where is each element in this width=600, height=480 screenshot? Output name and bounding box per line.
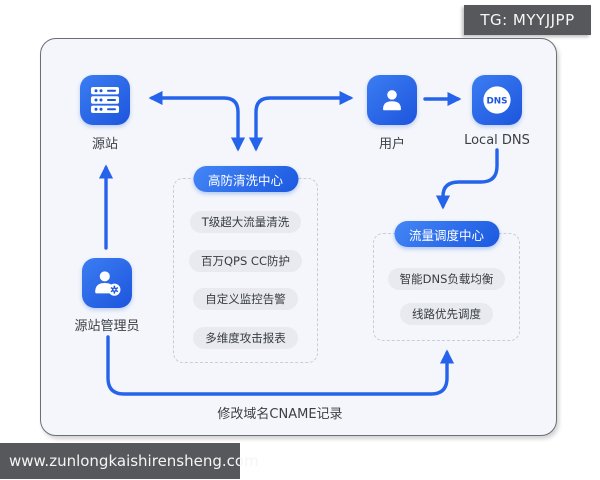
scrubbing-feature-item[interactable]: 多维度攻击报表 [193, 326, 298, 349]
origin-admin-label: 源站管理员 [74, 319, 140, 334]
origin-server-label: 源站 [91, 137, 118, 152]
origin-server-node[interactable] [80, 75, 130, 125]
scrubbing-center-title[interactable]: 高防清洗中心 [192, 166, 299, 192]
origin-admin-node[interactable] [82, 258, 132, 308]
user-node[interactable] [367, 75, 417, 125]
scrubbing-feature-item[interactable]: 百万QPS CC防护 [188, 249, 302, 272]
traffic-feature-item[interactable]: 线路优先调度 [400, 303, 493, 325]
user-icon [383, 90, 401, 111]
scrubbing-center-group: 高防清洗中心 T级超大流量清洗 百万QPS CC防护 自定义监控告警 多维度攻击… [173, 166, 318, 363]
local-dns-label: Local DNS [464, 133, 530, 148]
traffic-center-title[interactable]: 流量调度中心 [393, 221, 500, 247]
user-label: 用户 [378, 137, 405, 152]
dns-icon-text: DNS [487, 97, 508, 107]
dns-icon: DNS [483, 86, 511, 114]
traffic-center-group: 流量调度中心 智能DNS负载均衡 线路优先调度 [373, 221, 520, 341]
site-watermark: www.zunlongkaishirensheng.com [0, 443, 259, 479]
scrubbing-feature-item[interactable]: 自定义监控告警 [193, 288, 298, 310]
cname-record-note: 修改域名CNAME记录 [217, 407, 343, 422]
local-dns-node[interactable]: DNS [472, 75, 522, 125]
scrubbing-feature-item[interactable]: T级超大流量清洗 [189, 211, 302, 233]
admin-user-icon [95, 271, 121, 296]
traffic-feature-item[interactable]: 智能DNS负载均衡 [387, 268, 506, 290]
tg-contact-badge: TG: MYYJJPP [464, 5, 591, 35]
server-icon [91, 87, 119, 113]
